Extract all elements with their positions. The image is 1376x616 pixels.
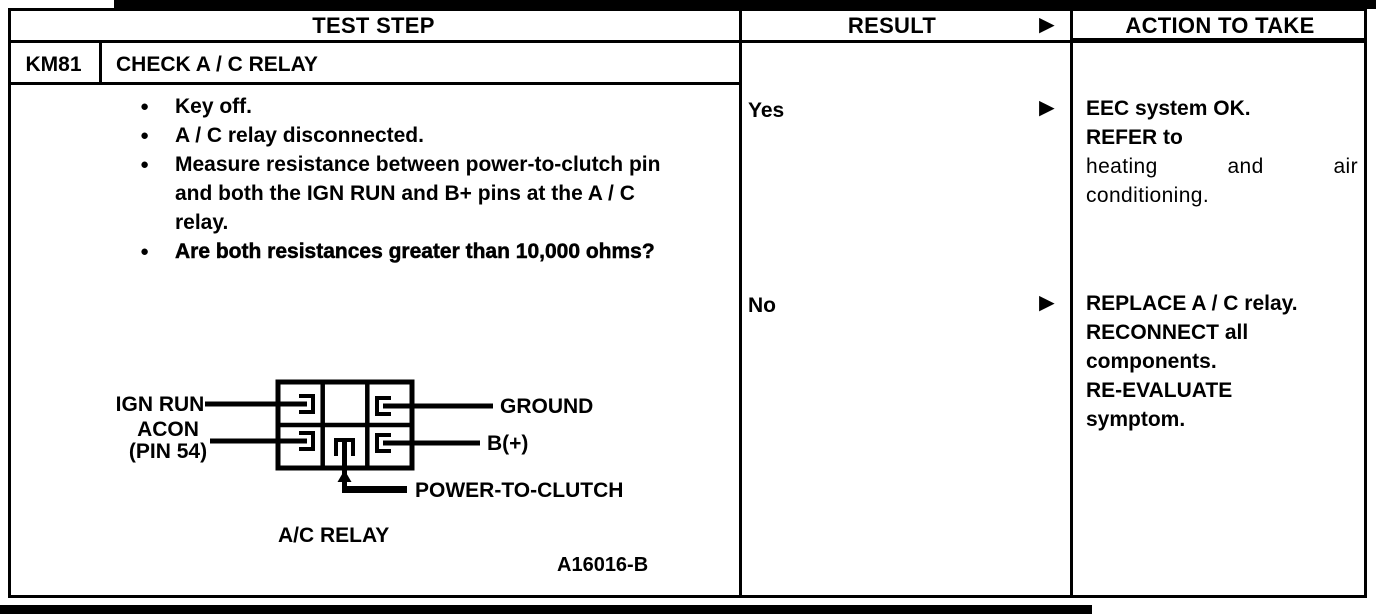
- pin-terminal: [375, 396, 391, 416]
- result-header: RESULT: [847, 13, 937, 38]
- result-no-label: No: [748, 294, 776, 317]
- figure-code: A16016-B: [557, 554, 648, 576]
- power-pin-terminal: [334, 438, 355, 456]
- pin-terminal: [375, 433, 391, 453]
- relay-cell-dividers: [278, 382, 412, 468]
- acon-pin-label: (PIN 54): [129, 440, 207, 463]
- result-yes-label: Yes: [748, 99, 785, 122]
- test-step-header: TEST STEP: [312, 13, 435, 38]
- top-rule: [114, 0, 1376, 9]
- diagram-caption: A/C RELAY: [278, 524, 389, 547]
- header-bottom-border-action: [1070, 38, 1367, 43]
- bullet-icon: ●: [140, 156, 150, 173]
- column-divider-1: [739, 8, 742, 598]
- bullet-text: A / C relay disconnected.: [175, 124, 424, 147]
- bullet-icon: ●: [140, 98, 150, 115]
- step-title: CHECK A / C RELAY: [116, 53, 318, 76]
- list-item: ● Measure resistance between power-to-cl…: [140, 150, 715, 237]
- action-header: ACTION TO TAKE: [1125, 13, 1315, 38]
- list-item: ● Key off.: [140, 92, 715, 121]
- power-to-clutch-label: POWER-TO-CLUTCH: [415, 479, 623, 502]
- ign-run-label: IGN RUN: [116, 393, 205, 416]
- bullet-question: Are both resistances greater than 10,000…: [175, 240, 655, 264]
- action-line: REPLACE A / C relay.: [1086, 292, 1298, 315]
- ground-label: GROUND: [500, 395, 593, 418]
- bottom-rule: [0, 605, 1092, 614]
- list-item: ● A / C relay disconnected.: [140, 121, 715, 150]
- action-line: REFER to: [1086, 126, 1183, 149]
- bullet-text: Measure resistance between power-to-clut…: [175, 153, 661, 234]
- header-bottom-border: [8, 40, 1070, 43]
- bullet-icon: ●: [140, 127, 150, 144]
- list-item: ● Are both resistances greater than 10,0…: [140, 237, 715, 266]
- up-arrow-icon: [337, 470, 352, 482]
- bullet-icon: ●: [140, 243, 150, 260]
- step-id: KM81: [25, 53, 82, 76]
- result-no-arrow-icon: ►: [1034, 287, 1060, 317]
- step-id-divider: [99, 43, 102, 84]
- action-line: components.: [1086, 350, 1217, 373]
- pin-terminal: [299, 394, 315, 414]
- table-frame: [8, 8, 1367, 598]
- test-step-instructions: ● Key off. ● A / C relay disconnected. ●…: [140, 92, 715, 266]
- bullet-text: Key off.: [175, 95, 253, 118]
- action-block-no: REPLACE A / C relay. RECONNECT all compo…: [1086, 289, 1364, 434]
- action-note: heating and air conditioning.: [1086, 155, 1358, 207]
- step-row-bottom-border: [8, 82, 742, 85]
- action-block-yes: EEC system OK. REFER to heating and air …: [1086, 94, 1364, 210]
- b-plus-label: B(+): [487, 432, 528, 455]
- acon-label: ACON: [137, 418, 199, 441]
- action-line: symptom.: [1086, 408, 1186, 431]
- action-line: EEC system OK.: [1086, 97, 1251, 120]
- action-line: RE-EVALUATE: [1086, 379, 1233, 402]
- pin-terminal: [299, 431, 315, 451]
- action-line: RECONNECT all: [1086, 321, 1249, 344]
- result-header-arrow-icon: ►: [1034, 9, 1060, 39]
- ac-relay-connector-diagram: IGN RUN ACON (PIN 54) GROUND B(+) POWER-…: [116, 379, 648, 576]
- result-yes-arrow-icon: ►: [1034, 92, 1060, 122]
- column-divider-2: [1070, 8, 1073, 598]
